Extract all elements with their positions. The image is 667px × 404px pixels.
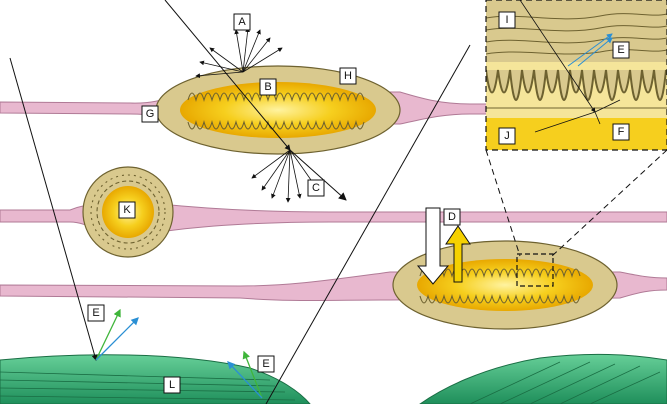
- svg-text:K: K: [123, 204, 131, 216]
- label-e-inset: E: [612, 41, 630, 59]
- label-e-right: E: [257, 355, 275, 373]
- label-g: G: [141, 105, 159, 123]
- reflection-arrows: [95, 308, 263, 399]
- svg-text:E: E: [262, 358, 269, 370]
- label-f: F: [612, 123, 630, 141]
- svg-text:B: B: [264, 81, 271, 93]
- svg-text:D: D: [448, 211, 456, 223]
- label-b: B: [259, 78, 277, 96]
- svg-text:F: F: [618, 126, 625, 138]
- ground-right: [419, 353, 667, 404]
- label-e-left: E: [87, 304, 105, 322]
- label-i: I: [498, 11, 516, 29]
- label-l: L: [163, 376, 181, 394]
- svg-text:C: C: [312, 182, 320, 194]
- cell-top: [155, 65, 401, 155]
- exchange-arrows: [416, 207, 471, 285]
- svg-text:E: E: [92, 307, 99, 319]
- label-c: C: [307, 179, 325, 197]
- svg-text:H: H: [344, 70, 352, 82]
- svg-text:G: G: [146, 108, 155, 120]
- svg-text:I: I: [505, 14, 508, 26]
- label-j: J: [498, 127, 516, 145]
- ray-group-ground: [9, 44, 471, 404]
- label-d: D: [443, 208, 461, 226]
- svg-text:L: L: [169, 379, 175, 391]
- svg-text:A: A: [238, 16, 246, 28]
- label-k: K: [118, 201, 136, 219]
- label-h: H: [339, 67, 357, 85]
- label-a: A: [233, 13, 251, 31]
- svg-text:J: J: [504, 130, 510, 142]
- svg-text:E: E: [617, 44, 624, 56]
- inset-panel: [485, 0, 667, 287]
